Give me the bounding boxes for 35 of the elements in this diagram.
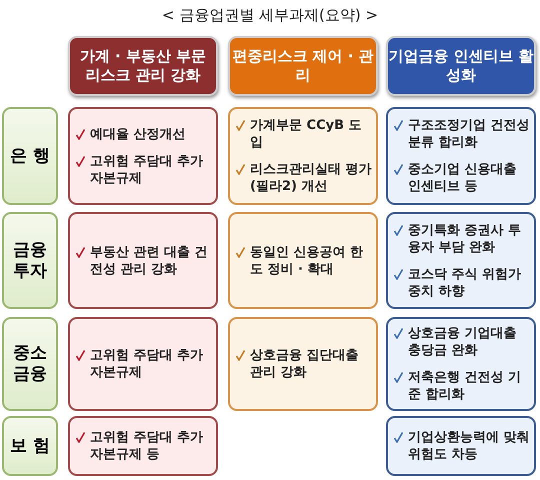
task-text: 고위험 주담대 추가 자본규제 xyxy=(90,347,204,381)
task-card xyxy=(68,317,218,411)
task-card xyxy=(228,107,378,205)
row-header: 금융 투자 xyxy=(2,212,58,309)
task-text: 가계부문 CCyB 도입 xyxy=(250,117,363,151)
column-header: 편중리스크 제어 · 관리 xyxy=(228,36,378,96)
task-card xyxy=(68,107,218,205)
task-card xyxy=(386,416,536,476)
task-text: 동일인 신용공여 한도 정비 · 확대 xyxy=(250,244,364,278)
task-text: 예대율 산정개선 xyxy=(90,126,186,142)
task-text: 코스닥 주식 위험가중치 하향 xyxy=(408,266,522,300)
task-card xyxy=(386,317,536,411)
task-card xyxy=(386,107,536,205)
row-header: 보 험 xyxy=(2,416,58,476)
task-text: 상호금융 집단대출 관리 강화 xyxy=(250,347,360,381)
row-header: 은 행 xyxy=(2,107,58,205)
task-card xyxy=(228,212,378,309)
task-text: 고위험 주담대 추가 자본규제 xyxy=(90,152,204,186)
task-text: 중기특화 증권사 투융자 부담 완화 xyxy=(408,222,522,256)
row-header: 중소 금융 xyxy=(2,317,58,411)
task-text: 중소기업 신용대출 인센티브 등 xyxy=(408,161,518,195)
task-card xyxy=(386,212,536,309)
task-text: 저축은행 건전성 기준 합리화 xyxy=(408,369,522,403)
task-card xyxy=(68,416,218,476)
title: < 금융업권별 세부과제(요약) > xyxy=(160,6,380,25)
task-text: 상호금융 기업대출 충당금 완화 xyxy=(408,325,518,359)
column-header: 가계 · 부동산 부문 리스크 관리 강화 xyxy=(68,36,218,96)
task-card xyxy=(228,317,378,411)
task-text: 구조조정기업 건전성분류 합리화 xyxy=(408,117,530,151)
task-text: 기업상환능력에 맞춰 위험도 차등 xyxy=(408,429,530,463)
column-header: 기업금융 인센티브 활성화 xyxy=(386,36,536,96)
task-card xyxy=(68,212,218,309)
task-text: 리스크관리실태 평가(필라2) 개선 xyxy=(250,161,372,195)
task-text: 부동산 관련 대출 건전성 관리 강화 xyxy=(90,244,209,278)
task-text: 고위험 주담대 추가 자본규제 등 xyxy=(90,429,204,463)
